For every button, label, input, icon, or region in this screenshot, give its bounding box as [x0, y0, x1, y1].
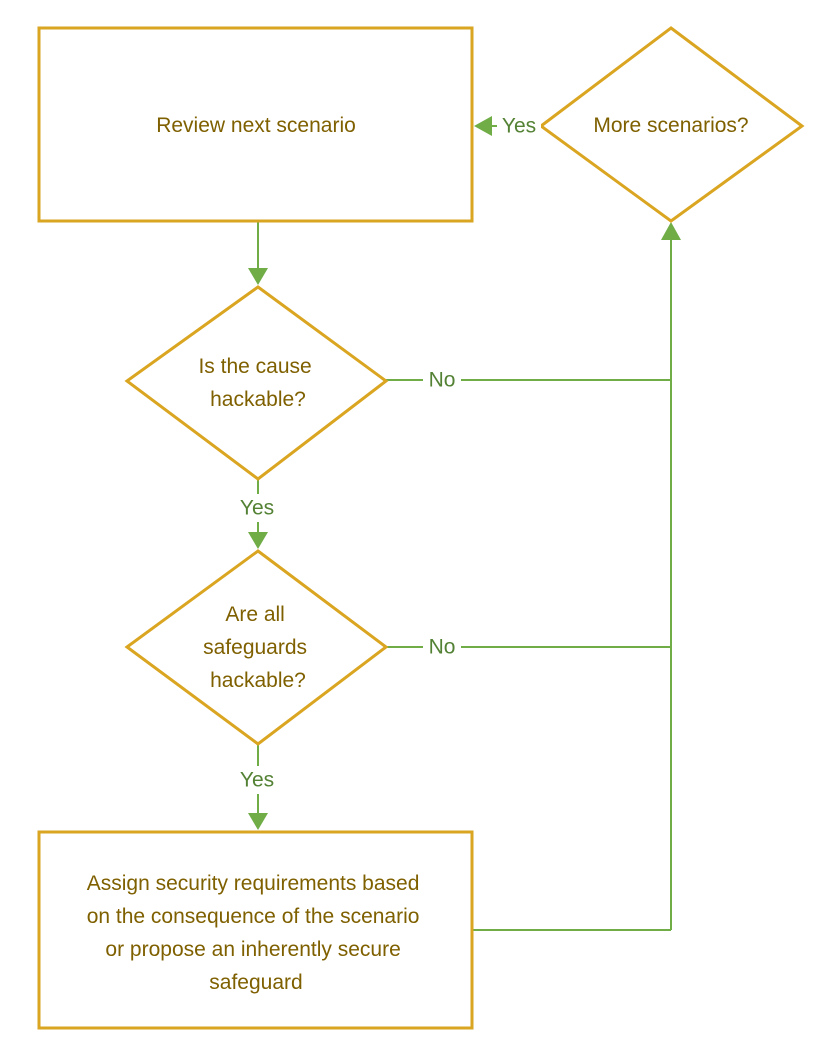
decision-is-the-cause-hackable — [124, 285, 389, 481]
decision-are-all-safeguards-hackable — [124, 549, 389, 746]
safeguards-label: Are all safeguards hackable? — [203, 603, 313, 692]
review-label: Review next scenario — [156, 114, 356, 137]
arrowhead-safeguards-to-assign — [248, 813, 268, 830]
more-scenarios-label: More scenarios? — [593, 114, 748, 137]
arrowhead-return-to-more — [661, 222, 681, 240]
process-review-next-scenario — [37, 26, 474, 223]
process-assign-security-requirements — [37, 830, 474, 1030]
assign-label: Assign security requirements based on th… — [87, 872, 426, 994]
edge-label-safeguards-yes: Yes — [240, 769, 274, 792]
arrowhead-cause-to-safeguards — [248, 532, 268, 549]
edge-label-more-yes: Yes — [502, 115, 536, 138]
edge-label-cause-yes: Yes — [240, 497, 274, 520]
edge-label-cause-no: No — [429, 369, 456, 392]
arrowhead-more-to-review — [474, 116, 492, 136]
arrowhead-review-to-cause — [248, 268, 268, 285]
edge-label-safeguards-no: No — [429, 636, 456, 659]
decision-more-scenarios — [538, 26, 805, 223]
cause-label: Is the cause hackable? — [198, 355, 317, 411]
